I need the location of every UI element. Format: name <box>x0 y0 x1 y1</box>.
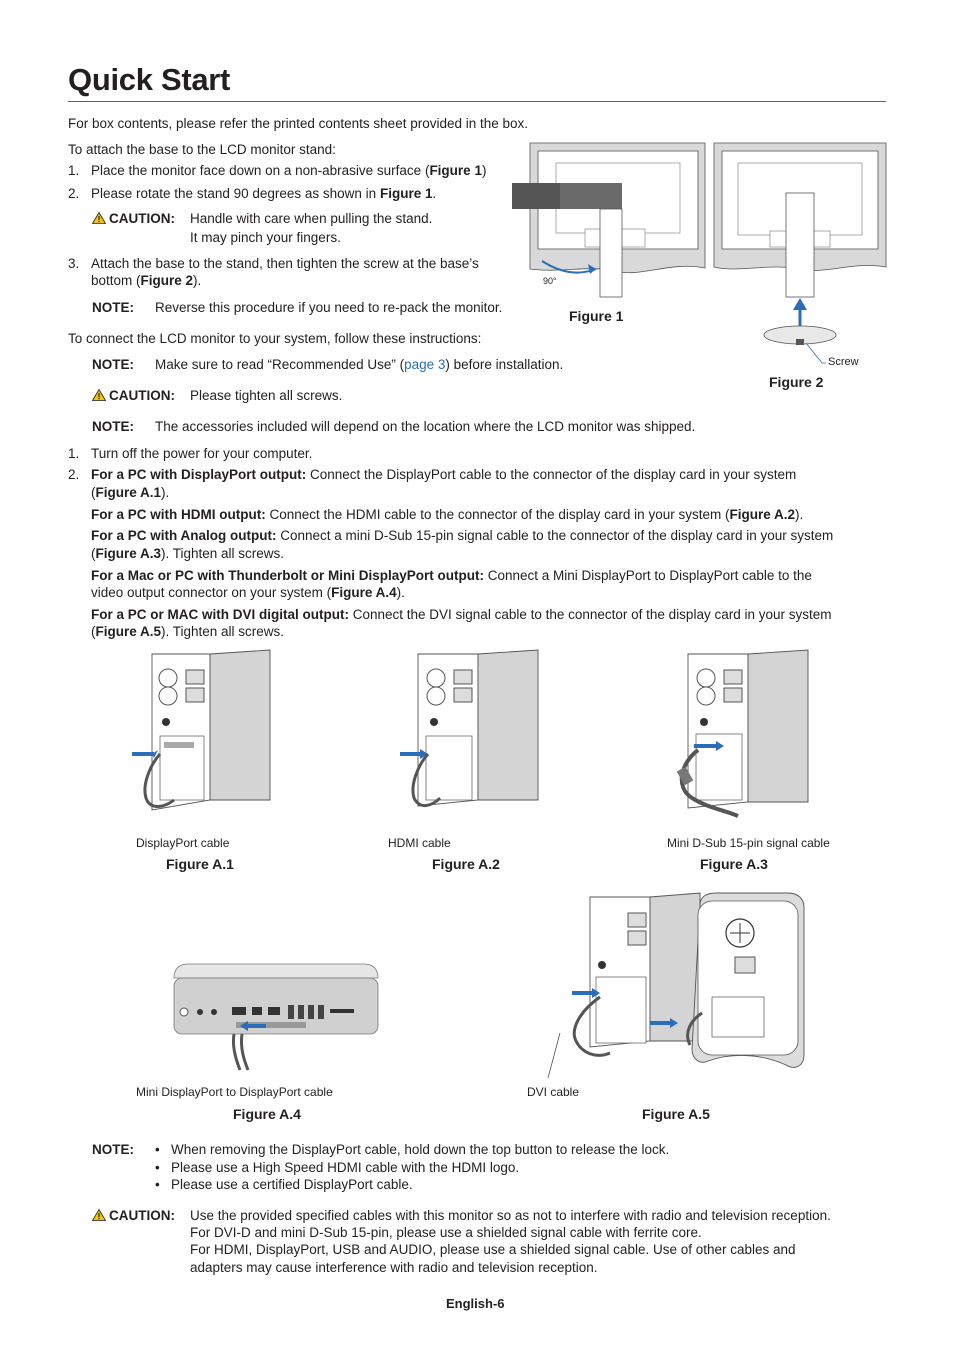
dp-line1: For a PC with DisplayPort output: Connec… <box>91 467 797 482</box>
warning-icon <box>91 211 107 224</box>
figure-a3-illustration <box>676 649 809 818</box>
figure-1-illustration <box>512 142 706 298</box>
caution3-line2: For DVI-D and mini D-Sub 15-pin, please … <box>190 1225 702 1240</box>
note-label-4: NOTE: <box>92 1142 134 1157</box>
page-footer: English-6 <box>446 1296 505 1311</box>
warning-icon <box>91 1208 107 1221</box>
stand-step2: Please rotate the stand 90 degrees as sh… <box>91 186 437 201</box>
angle-label: 90° <box>543 276 557 286</box>
caution3-line4: adapters may cause interference with rad… <box>190 1260 598 1275</box>
note-bullet-3: • Please use a certified DisplayPort cab… <box>155 1177 413 1192</box>
figure-1-caption: Figure 1 <box>569 308 624 324</box>
figure-a2-caption: Figure A.2 <box>432 856 500 872</box>
figure-2-caption: Figure 2 <box>769 374 824 390</box>
note3-text: The accessories included will depend on … <box>155 419 696 434</box>
caution-label-1: CAUTION: <box>91 210 175 227</box>
stand-step3-line2: bottom (Figure 2). <box>91 273 202 288</box>
stand-step3-line1: Attach the base to the stand, then tight… <box>91 256 479 271</box>
stand-step1-num: 1. <box>68 163 80 178</box>
mac-line1: For a Mac or PC with Thunderbolt or Mini… <box>91 568 812 583</box>
intro-text: For box contents, please refer the print… <box>68 116 529 131</box>
analog-line2: (Figure A.3). Tighten all screws. <box>91 546 285 561</box>
note1-text: Reverse this procedure if you need to re… <box>155 300 503 315</box>
dvi-line2: (Figure A.5). Tighten all screws. <box>91 624 285 639</box>
page-3-link[interactable]: page 3 <box>404 357 446 372</box>
note-bullet-2: • Please use a High Speed HDMI cable wit… <box>155 1160 520 1175</box>
dp-line2: (Figure A.1). <box>91 485 170 500</box>
a2-cable-label: HDMI cable <box>388 836 451 850</box>
caution3-line3: For HDMI, DisplayPort, USB and AUDIO, pl… <box>190 1242 796 1257</box>
figure-a5-caption: Figure A.5 <box>642 1106 710 1122</box>
caution3-line1: Use the provided specified cables with t… <box>190 1208 831 1223</box>
title-rule <box>68 101 886 102</box>
figure-a5-illustration <box>547 892 805 1079</box>
figure-a2-illustration <box>400 649 539 807</box>
warning-icon <box>91 388 107 401</box>
caution-label-2: CAUTION: <box>91 387 175 404</box>
mac-line2: video output connector on your system (F… <box>91 585 405 600</box>
figure-2-illustration <box>713 142 887 364</box>
note-bullet-1: • When removing the DisplayPort cable, h… <box>155 1142 670 1157</box>
dvi-line1: For a PC or MAC with DVI digital output:… <box>91 607 832 622</box>
a3-cable-label: Mini D-Sub 15-pin signal cable <box>667 836 830 850</box>
screw-label: Screw <box>828 356 859 368</box>
figure-a1-illustration <box>132 649 271 811</box>
connect-step1: Turn off the power for your computer. <box>91 446 313 461</box>
stand-step1: Place the monitor face down on a non-abr… <box>91 163 487 178</box>
figure-a1-caption: Figure A.1 <box>166 856 234 872</box>
caution-label-3: CAUTION: <box>91 1207 175 1224</box>
caution1-line2: It may pinch your fingers. <box>190 230 341 245</box>
figure-a4-illustration <box>173 963 379 1071</box>
note-label-2: NOTE: <box>92 357 134 372</box>
a4-cable-label: Mini DisplayPort to DisplayPort cable <box>136 1085 333 1099</box>
connect-step1-num: 1. <box>68 446 80 461</box>
note-label-1: NOTE: <box>92 300 134 315</box>
figure-a3-caption: Figure A.3 <box>700 856 768 872</box>
stand-lead: To attach the base to the LCD monitor st… <box>68 142 336 157</box>
stand-step2-num: 2. <box>68 186 80 201</box>
a1-cable-label: DisplayPort cable <box>136 836 230 850</box>
caution2-text: Please tighten all screws. <box>190 388 343 403</box>
figure-a4-caption: Figure A.4 <box>233 1106 301 1122</box>
caution1-line1: Handle with care when pulling the stand. <box>190 211 433 226</box>
analog-line1: For a PC with Analog output: Connect a m… <box>91 528 834 543</box>
note-label-3: NOTE: <box>92 419 134 434</box>
stand-step3-num: 3. <box>68 256 80 271</box>
page-title: Quick Start <box>68 62 231 97</box>
note2-text: Make sure to read “Recommended Use” (pag… <box>155 357 564 372</box>
connect-step2-num: 2. <box>68 467 80 482</box>
connect-lead: To connect the LCD monitor to your syste… <box>68 331 482 346</box>
a5-cable-label: DVI cable <box>527 1085 580 1099</box>
hdmi-line: For a PC with HDMI output: Connect the H… <box>91 507 804 522</box>
